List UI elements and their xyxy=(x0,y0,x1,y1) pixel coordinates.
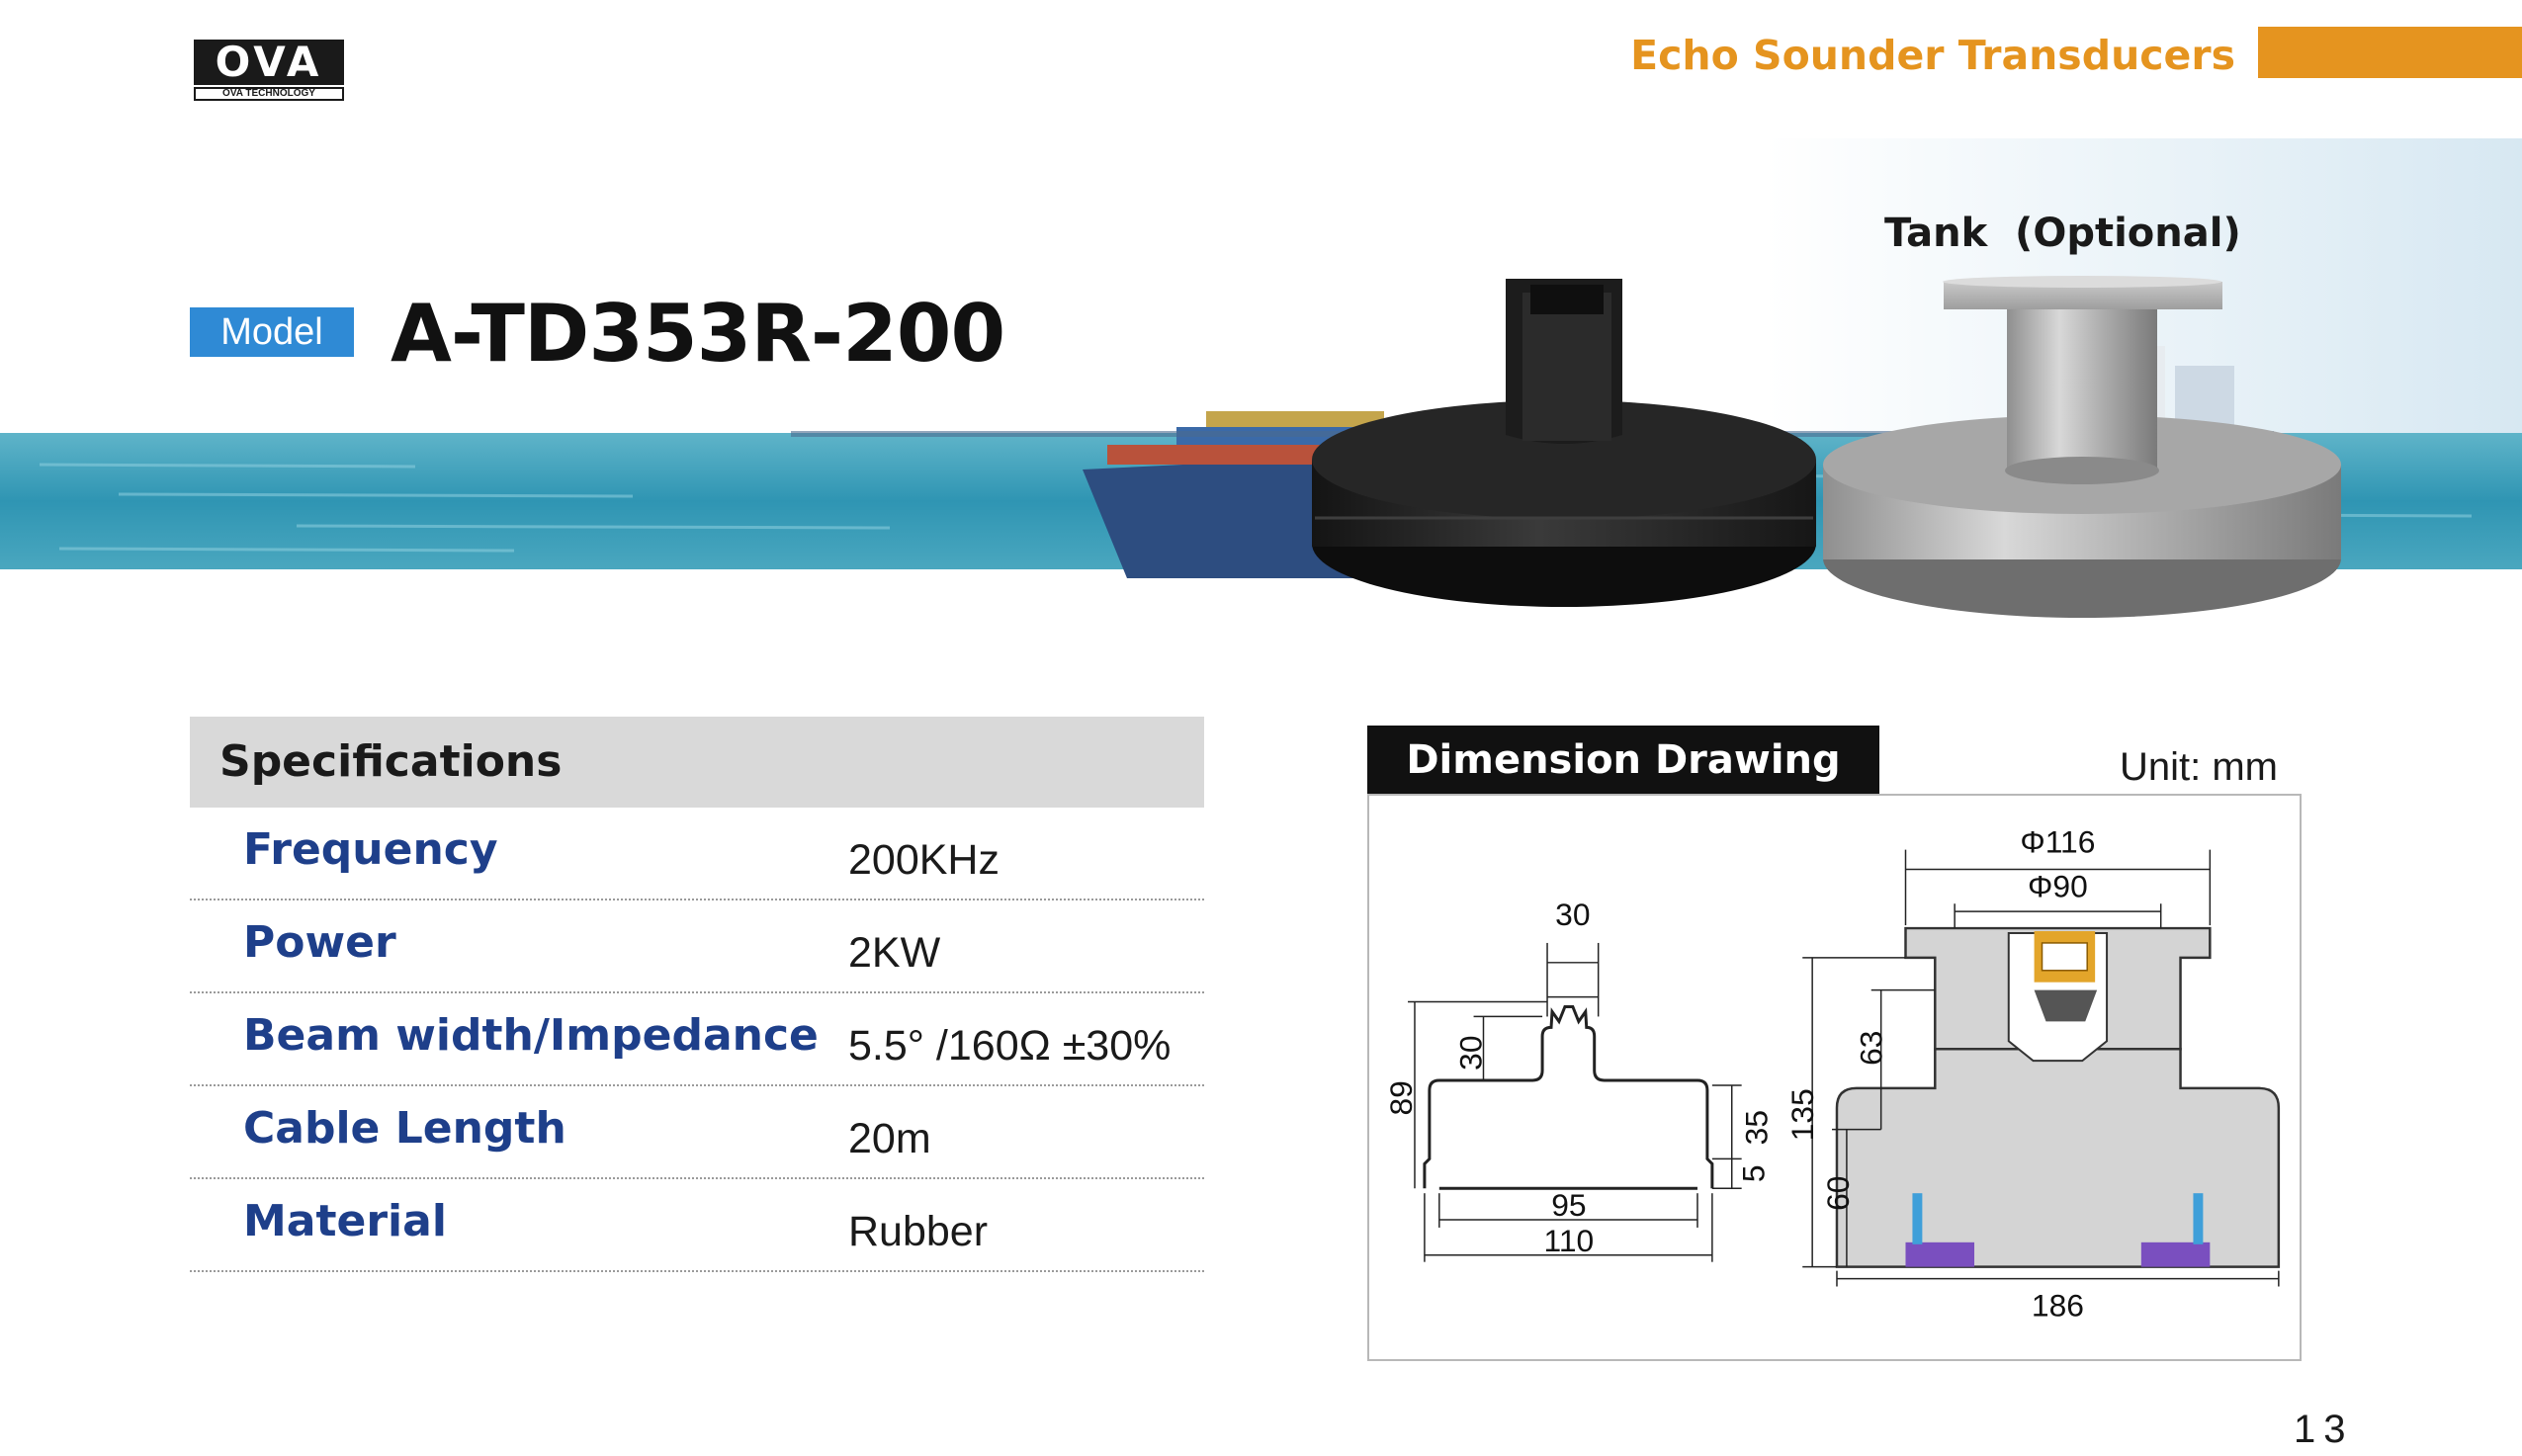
series-title: Echo Sounder Transducers xyxy=(1630,32,2235,79)
spec-row-material: Material Rubber xyxy=(190,1179,1204,1272)
spec-key: Cable Length xyxy=(243,1103,566,1154)
transducer-product-image xyxy=(1312,279,1816,607)
spec-row-cable-length: Cable Length 20m xyxy=(190,1086,1204,1179)
spec-key: Beam width/Impedance xyxy=(243,1010,819,1061)
spec-value: 2KW xyxy=(848,929,941,977)
transducer-outline xyxy=(1423,1005,1714,1189)
dim-label-135: 135 xyxy=(1784,1088,1820,1141)
page-number: 13 xyxy=(2294,1408,2354,1451)
dim-label-d116: Φ116 xyxy=(2020,824,2095,860)
company-logo: OVA OVA TECHNOLOGY xyxy=(194,40,344,101)
dim-label-60: 60 xyxy=(1820,1176,1856,1211)
tank-optional-label: Tank (Optional) xyxy=(1884,211,2241,256)
spec-key: Frequency xyxy=(243,824,498,875)
dim-label-89: 89 xyxy=(1383,1080,1419,1115)
spec-row-beam-width: Beam width/Impedance 5.5° /160Ω ±30% xyxy=(190,993,1204,1086)
spec-value: 20m xyxy=(848,1115,931,1162)
dim-label-30-height: 30 xyxy=(1453,1036,1489,1071)
dim-label-110: 110 xyxy=(1544,1223,1595,1258)
spec-row-power: Power 2KW xyxy=(190,900,1204,993)
spec-key: Material xyxy=(243,1196,447,1246)
tank-cross-section xyxy=(1835,926,2281,1268)
dimension-drawing-svg: 30 30 89 35 5 95 110 xyxy=(1383,824,2281,1323)
accent-bar xyxy=(2258,27,2522,78)
dim-label-d90: Φ90 xyxy=(2028,868,2088,903)
dimension-drawing: 30 30 89 35 5 95 110 xyxy=(1367,794,2302,1361)
hero-illustration xyxy=(0,138,2522,618)
dim-label-63: 63 xyxy=(1854,1031,1889,1066)
logo-subtext: OVA TECHNOLOGY xyxy=(194,87,344,101)
dim-label-95: 95 xyxy=(1551,1187,1586,1223)
spec-value: 200KHz xyxy=(848,836,1000,884)
model-name: A-TD353R-200 xyxy=(391,288,1005,380)
tank-product-image xyxy=(1823,276,2341,618)
dim-label-35: 35 xyxy=(1738,1110,1774,1145)
dim-label-5: 5 xyxy=(1735,1164,1771,1182)
spec-key: Power xyxy=(243,917,396,968)
specifications-title: Specifications xyxy=(190,717,1204,808)
specifications-table: Specifications Frequency 200KHz Power 2K… xyxy=(190,717,1204,1272)
unit-label: Unit: mm xyxy=(2120,745,2278,789)
dim-label-30-width: 30 xyxy=(1555,897,1590,932)
spec-value: Rubber xyxy=(848,1208,989,1255)
logo-text: OVA xyxy=(194,40,344,85)
dim-label-186: 186 xyxy=(2032,1287,2084,1323)
spec-value: 5.5° /160Ω ±30% xyxy=(848,1022,1172,1070)
hero-banner xyxy=(0,138,2522,652)
spec-row-frequency: Frequency 200KHz xyxy=(190,808,1204,900)
model-tag: Model xyxy=(190,307,354,357)
dimension-drawing-title: Dimension Drawing xyxy=(1367,726,1879,796)
